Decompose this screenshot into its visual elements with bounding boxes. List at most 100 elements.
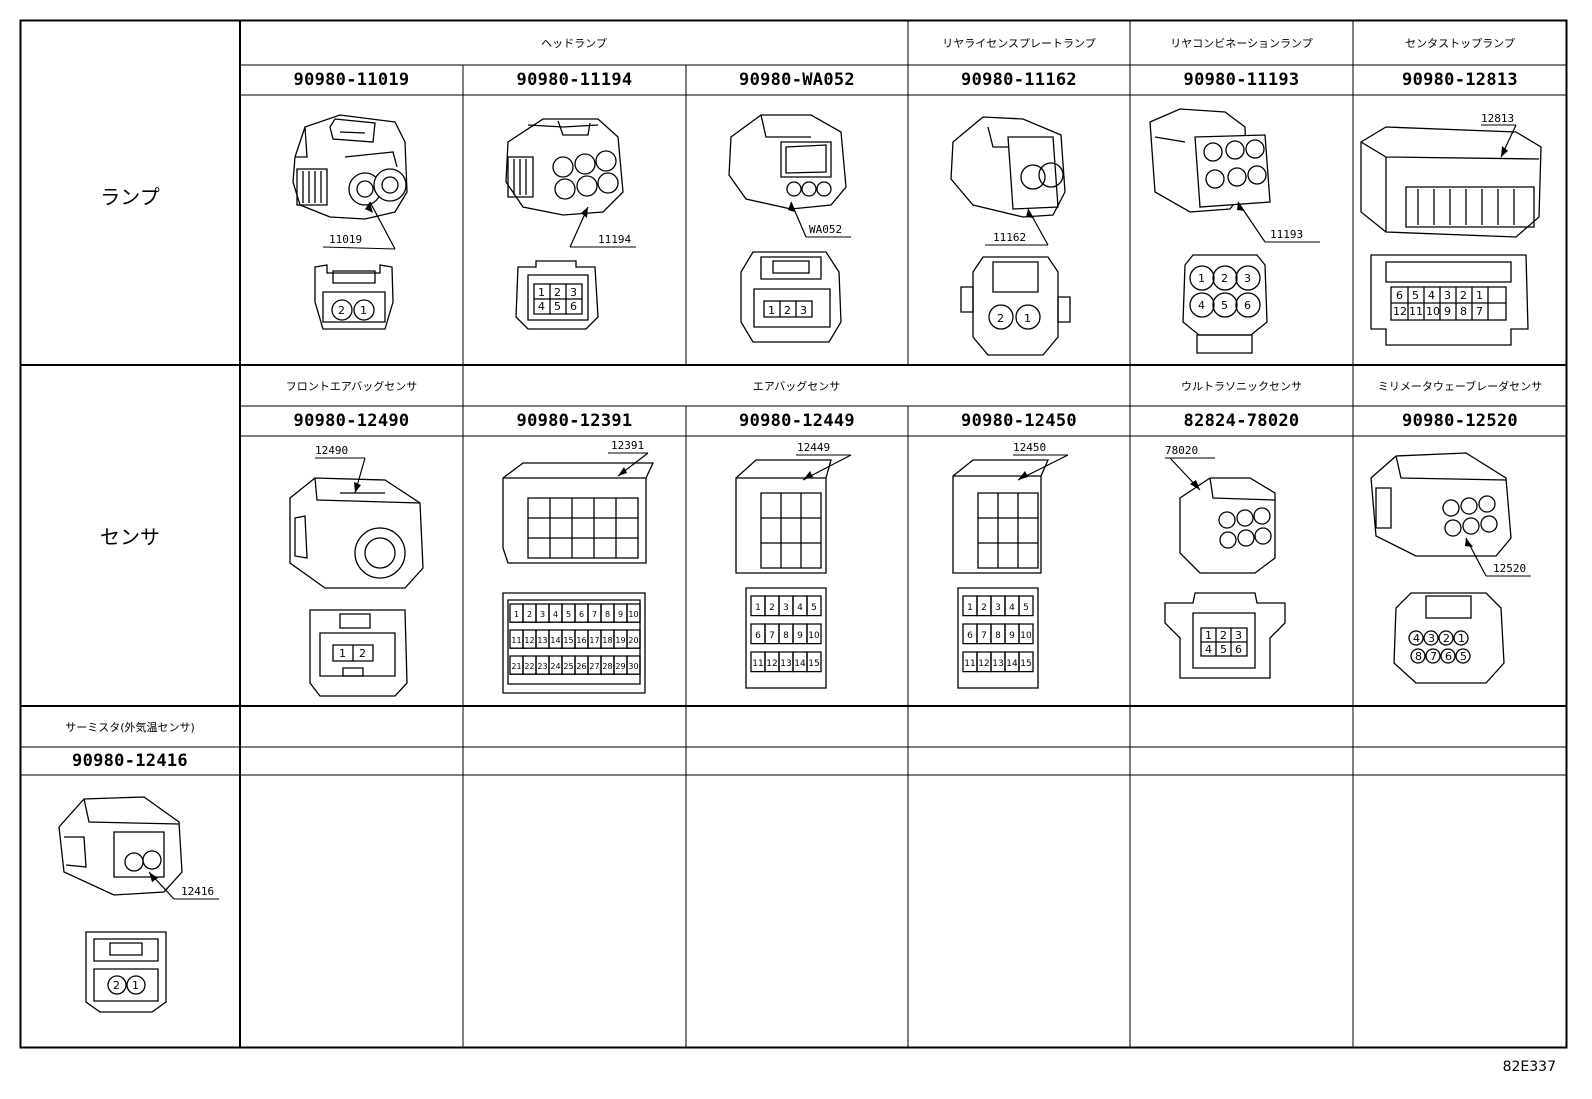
part-number: 90980-12520 — [1402, 411, 1518, 431]
pin-number: 4 — [797, 603, 803, 613]
pin-number: 4 — [553, 610, 558, 619]
svg-text:5: 5 — [1412, 289, 1419, 302]
part-number: 90980-12449 — [739, 411, 855, 431]
svg-text:5: 5 — [1221, 299, 1228, 312]
pin-number: 15 — [808, 659, 819, 669]
svg-text:4: 4 — [1198, 299, 1205, 312]
svg-text:5: 5 — [1220, 643, 1227, 656]
svg-text:3: 3 — [800, 304, 807, 317]
category-ultrasonic-sensor: ウルトラソニックセンサ — [1181, 379, 1302, 393]
svg-text:12: 12 — [1393, 305, 1407, 318]
svg-text:2: 2 — [554, 286, 561, 299]
svg-text:10: 10 — [1426, 305, 1440, 318]
svg-text:7: 7 — [1476, 305, 1483, 318]
pin-number: 14 — [1006, 659, 1018, 669]
callout-label: 11193 — [1270, 228, 1303, 241]
svg-text:1: 1 — [1476, 289, 1483, 302]
callout-label: 78020 — [1165, 444, 1198, 457]
svg-text:8: 8 — [1460, 305, 1467, 318]
part-number: 90980-11193 — [1183, 70, 1300, 90]
pin-number: 8 — [995, 631, 1001, 641]
pin-number: 17 — [589, 636, 599, 645]
svg-text:4: 4 — [538, 300, 545, 313]
callout-label: 11019 — [329, 233, 362, 246]
connector-face-drawing: 2 1 — [315, 265, 393, 329]
category-license-plate-lamp: リヤライセンスプレートランプ — [942, 36, 1096, 50]
svg-text:2: 2 — [113, 979, 120, 992]
connector-figure-12490: 12490 1 2 — [245, 438, 458, 704]
pin-number: 6 — [579, 610, 584, 619]
svg-text:2: 2 — [1221, 272, 1228, 285]
svg-text:1: 1 — [339, 647, 346, 660]
pin-number: 1 — [967, 603, 973, 613]
pin-cell — [807, 596, 821, 616]
pin-number: 21 — [511, 662, 521, 671]
pin-number: 5 — [566, 610, 571, 619]
pin-cell — [627, 656, 640, 674]
pin-number: 13 — [992, 659, 1003, 669]
pin-number: 10 — [808, 631, 820, 641]
svg-text:1: 1 — [1024, 312, 1031, 325]
pin-number: 24 — [550, 662, 560, 671]
pin-number: 11 — [511, 636, 521, 645]
pin-number: 2 — [527, 610, 532, 619]
pin-number: 27 — [589, 662, 599, 671]
svg-text:6: 6 — [1445, 650, 1452, 663]
callout-label: 12520 — [1493, 562, 1526, 575]
part-number: 90980-12813 — [1402, 70, 1518, 90]
callout-label: 12813 — [1481, 112, 1514, 125]
part-number: 90980-WA052 — [739, 70, 855, 90]
part-number: 82824-78020 — [1183, 411, 1300, 431]
figure-id: 82E337 — [1502, 1059, 1556, 1075]
pin-number: 12 — [524, 636, 534, 645]
svg-text:8: 8 — [1415, 650, 1422, 663]
pin-number: 12 — [978, 659, 989, 669]
svg-text:2: 2 — [1460, 289, 1467, 302]
pin-number: 12 — [766, 659, 777, 669]
part-number: 90980-12391 — [516, 411, 633, 431]
pin-number: 2 — [769, 603, 775, 613]
svg-text:5: 5 — [1460, 650, 1467, 663]
svg-text:1: 1 — [768, 304, 775, 317]
pin-number: 13 — [537, 636, 547, 645]
category-millimeter-wave-radar-sensor: ミリメータウェーブレーダセンサ — [1377, 379, 1543, 393]
connector-figure-11194: 11194 1 2 3 4 5 6 — [468, 97, 681, 363]
pin-number: 3 — [783, 603, 789, 613]
pin-number: 19 — [615, 636, 625, 645]
pin-number: 9 — [618, 610, 623, 619]
pin-number: 18 — [602, 636, 612, 645]
row-label-lamp: ランプ — [100, 184, 160, 209]
svg-text:1: 1 — [538, 286, 545, 299]
pin-cell — [807, 652, 821, 672]
svg-text:3: 3 — [1235, 629, 1242, 642]
pin-number: 28 — [602, 662, 612, 671]
pin-cell — [627, 630, 640, 648]
pin-cell — [627, 604, 640, 622]
pin-number: 3 — [540, 610, 545, 619]
svg-text:6: 6 — [1235, 643, 1242, 656]
part-number: 90980-11162 — [961, 70, 1077, 90]
pin-number: 10 — [628, 610, 638, 619]
pin-number: 7 — [592, 610, 597, 619]
svg-text:2: 2 — [1443, 632, 1450, 645]
part-number: 90980-11019 — [293, 70, 410, 90]
pin-number: 22 — [524, 662, 534, 671]
connector-figure-11019: 11019 2 1 — [245, 97, 458, 363]
pin-number: 20 — [628, 636, 638, 645]
pin-number: 29 — [615, 662, 625, 671]
category-headlamp: ヘッドランプ — [541, 36, 607, 50]
callout-label: 11194 — [598, 233, 631, 246]
connector-figure-11193: 11193 1 2 3 4 5 6 — [1135, 97, 1348, 363]
pin-number: 9 — [797, 631, 803, 641]
svg-text:9: 9 — [1444, 305, 1451, 318]
category-center-stop-lamp: センタストップランプ — [1405, 36, 1515, 50]
pin-number: 23 — [537, 662, 547, 671]
svg-text:6: 6 — [1244, 299, 1251, 312]
pin-number: 13 — [780, 659, 791, 669]
pin-cell — [1019, 652, 1033, 672]
callout-label: 12449 — [797, 441, 830, 454]
svg-text:4: 4 — [1413, 632, 1420, 645]
svg-text:1: 1 — [1198, 272, 1205, 285]
